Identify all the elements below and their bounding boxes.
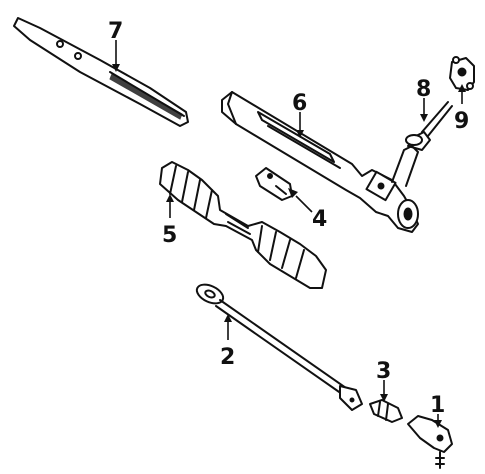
part-6-rack-housing [221, 91, 419, 233]
callout-1: 1 [430, 393, 445, 418]
part-7-shield-strip [13, 17, 189, 127]
part-1-tie-rod-end [407, 415, 453, 469]
callout-9: 9 [454, 109, 469, 134]
callout-labels: 7 6 8 9 4 5 2 3 1 [108, 19, 469, 418]
callout-3: 3 [376, 359, 391, 384]
callout-2: 2 [220, 345, 235, 370]
part-4-fitting [255, 167, 293, 201]
part-2-tie-rod [195, 283, 363, 411]
callout-8: 8 [416, 77, 431, 102]
part-5-boot [159, 161, 327, 289]
callout-5: 5 [162, 223, 177, 248]
part-3-adjuster [369, 399, 403, 423]
part-9-coupling [449, 56, 475, 91]
callout-4: 4 [312, 207, 327, 232]
callout-6: 6 [292, 91, 307, 116]
part-8-pinion-valve [405, 101, 453, 151]
callout-7: 7 [108, 19, 123, 44]
leader-lines [112, 40, 466, 428]
